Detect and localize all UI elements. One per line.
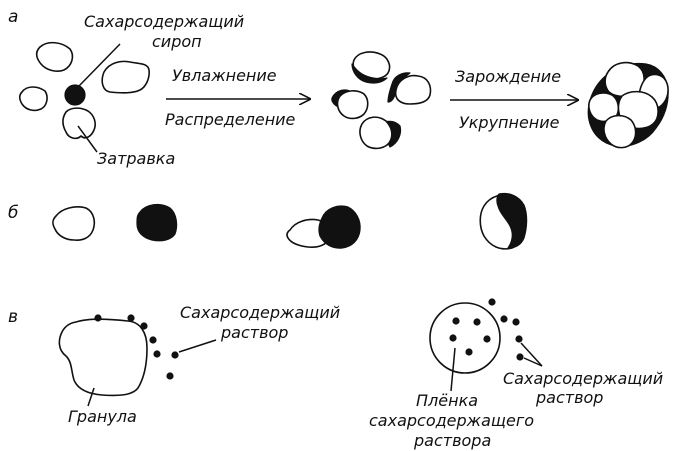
panel-c: в Сахарсодержащий раствор Гранула (8, 298, 663, 450)
film-label-line2: сахарсодержащего (369, 411, 534, 430)
droplet (488, 298, 495, 305)
particle-a3 (102, 61, 149, 92)
droplet (483, 335, 490, 342)
droplet (452, 317, 459, 324)
droplet (140, 322, 147, 329)
panel-b: б (8, 193, 527, 248)
wetted-particle-4 (360, 117, 392, 148)
solution-label-line1: Сахарсодержащий (180, 303, 340, 322)
droplet (94, 314, 101, 321)
row-letter-b: б (8, 203, 18, 223)
particle-a2 (20, 87, 47, 110)
droplet (515, 335, 522, 342)
droplet (149, 336, 156, 343)
particle-a4 (63, 108, 95, 138)
particle-a1 (37, 43, 73, 72)
row-letter-a: а (8, 7, 18, 27)
granule (59, 319, 147, 395)
droplet (473, 318, 480, 325)
syrup-label-line2: сироп (152, 32, 202, 51)
wetted-particle-2 (396, 76, 431, 104)
wet-particle (137, 205, 177, 241)
agglomerate-particle-5 (604, 116, 636, 148)
step2-top-label: Зарождение (455, 67, 561, 86)
wetted-particles (332, 52, 431, 148)
film-label-line1: Плёнка (416, 391, 478, 410)
dry-particle (53, 207, 94, 240)
droplet (512, 318, 519, 325)
solution-label-line2: раствор (220, 323, 288, 342)
film-label-line3: раствора (413, 431, 491, 450)
step1-bottom-label: Распределение (165, 110, 296, 129)
adhering-wet-particle (319, 206, 360, 248)
solution2-label-line2: раствор (535, 388, 603, 407)
syrup-droplet (65, 85, 85, 105)
row-letter-c: в (8, 307, 18, 327)
granule-label: Гранула (68, 407, 137, 426)
droplet (465, 348, 472, 355)
solution-leader-line-right-1 (521, 343, 542, 366)
droplet (153, 350, 160, 357)
panel-a: а Сахарсодержащий сироп Затравка Увлажне… (8, 7, 668, 168)
wetted-particle-3 (337, 91, 367, 119)
seed-label: Затравка (97, 149, 175, 168)
droplet (500, 315, 507, 322)
droplet (166, 372, 173, 379)
droplet (127, 314, 134, 321)
solution-leader-line-left (179, 340, 216, 352)
droplet (516, 353, 523, 360)
syrup-label-line1: Сахарсодержащий (84, 12, 244, 31)
droplet (171, 351, 178, 358)
solution2-label-line1: Сахарсодержащий (503, 369, 663, 388)
step1-top-label: Увлажнение (172, 66, 277, 85)
agglomerate (588, 63, 668, 148)
droplet (449, 334, 456, 341)
step2-bottom-label: Укрупнение (459, 113, 560, 132)
